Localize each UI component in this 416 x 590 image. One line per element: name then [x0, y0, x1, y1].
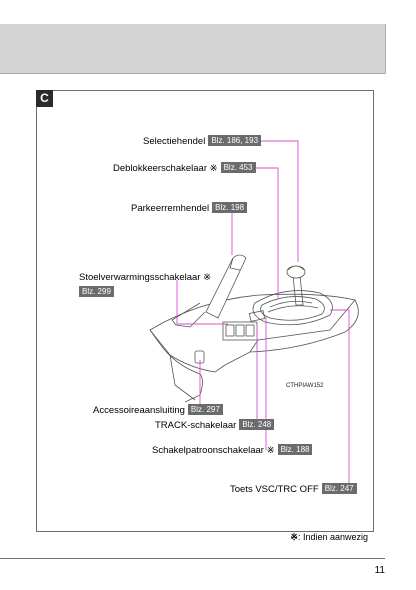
footnote-symbol: ※	[290, 532, 298, 542]
footnote: ※: Indien aanwezig	[290, 532, 368, 543]
callout-label: Toets VSC/TRC OFF	[230, 484, 319, 495]
page-ref-badge: Blz. 299	[79, 286, 114, 297]
page-ref-badge: Blz. 297	[187, 404, 223, 415]
header-band	[0, 24, 386, 74]
callout-label: Parkeerremhendel	[131, 203, 210, 214]
page-ref-badge: Blz. 248	[239, 419, 275, 430]
callout-stoelverwarmingsschakelaar: Stoelverwarmingsschakelaar ※	[79, 272, 211, 284]
callout-label: Deblokkeerschakelaar ※	[113, 163, 218, 174]
callout-label: Selectiehendel	[143, 136, 206, 147]
callout-label: Stoelverwarmingsschakelaar ※	[79, 272, 212, 283]
bottom-rule	[0, 558, 385, 559]
figure-code: CTHPIAW152	[286, 383, 324, 389]
page-ref-badge: Blz. 188	[277, 444, 313, 455]
footnote-text: : Indien aanwezig	[297, 532, 368, 542]
page-ref-badge: Blz. 453	[220, 162, 256, 173]
page-number: 11	[374, 565, 385, 576]
callout-deblokkeerschakelaar: Deblokkeerschakelaar ※Blz. 453	[113, 162, 256, 175]
page-ref-badge: Blz. 247	[321, 483, 357, 494]
section-letter: C	[36, 90, 53, 107]
callout-label: Schakelpatroonschakelaar ※	[152, 445, 275, 456]
callout-schakelpatroonschakelaar: Schakelpatroonschakelaar ※Blz. 188	[152, 444, 313, 457]
callout-label: TRACK-schakelaar	[155, 420, 237, 431]
figure-frame	[36, 90, 374, 532]
page-ref-badge: Blz. 198	[212, 202, 248, 213]
page-ref-badge: Blz. 186, 193	[208, 135, 262, 146]
callout-label: Accessoireaansluiting	[93, 405, 185, 416]
